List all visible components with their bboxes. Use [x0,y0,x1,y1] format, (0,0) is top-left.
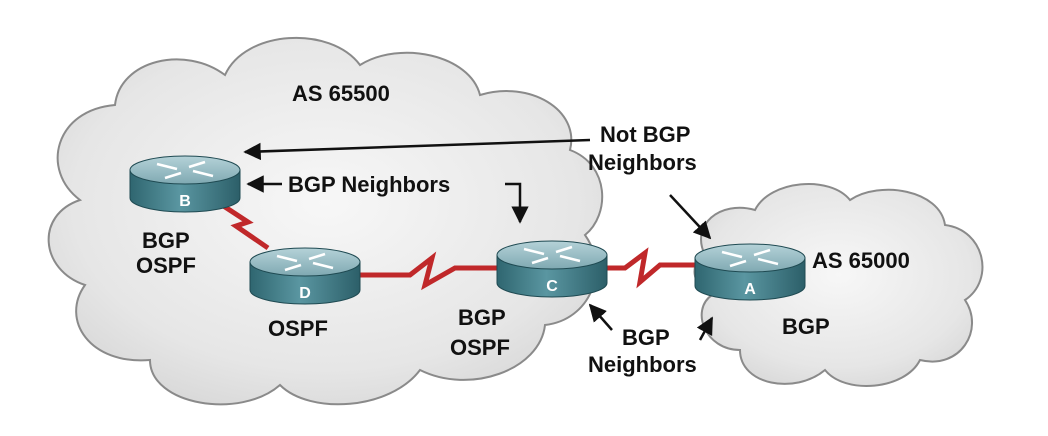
router-c-protocol-2: OSPF [450,335,510,360]
annotation-arrows [243,138,714,341]
router-arrows-icon [276,252,334,272]
link-d-c [355,251,505,291]
router-b-protocol-2: OSPF [136,253,196,278]
arrow-not-bgp-to-b [243,138,591,161]
router-c: C [496,240,608,298]
router-a: A [694,243,806,301]
router-d: D [249,247,361,305]
arrow-bgp-neighbors-to-c [505,182,529,224]
router-a-protocol-1: BGP [782,314,830,339]
as65000-label: AS 65000 [812,248,910,273]
link-c-a [600,247,700,289]
router-c-protocol-1: BGP [458,305,506,330]
arrow-not-bgp-to-a [669,194,712,240]
serial-links [220,202,700,291]
bgp-neighbors-ca-label-1: BGP [622,325,670,350]
router-arrows-icon [523,245,581,265]
not-bgp-label-2: Neighbors [588,150,697,175]
router-b-letter: B [179,193,191,210]
router-c-letter: C [546,278,558,295]
as65500-label: AS 65500 [292,81,390,106]
bgp-neighbors-bc-label: BGP Neighbors [288,172,450,197]
router-arrows-icon [156,160,214,180]
arrow-bgp-neighbors-lower-to-c [588,303,613,331]
cloud-as65000 [693,183,984,387]
router-a-letter: A [744,281,756,298]
router-d-letter: D [299,285,311,302]
router-d-protocol-1: OSPF [268,316,328,341]
router-b-protocol-1: BGP [142,228,190,253]
router-b: B [129,155,241,213]
cloud-as65500 [47,36,604,406]
bgp-neighbors-ca-label-2: Neighbors [588,352,697,377]
not-bgp-label-1: Not BGP [600,122,690,147]
link-b-d [220,202,270,251]
router-arrows-icon [721,248,779,268]
arrow-bgp-neighbors-lower-to-a [696,316,714,341]
